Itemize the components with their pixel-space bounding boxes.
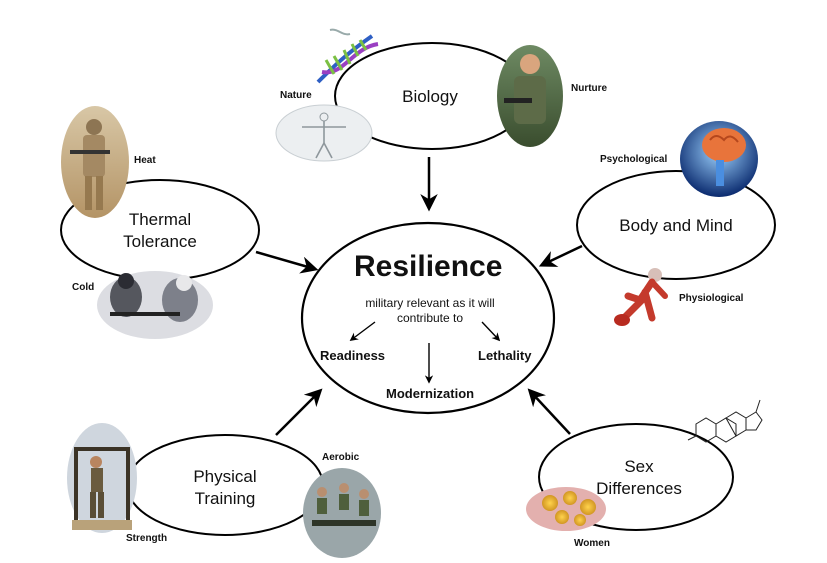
node-title-thermal-line1: Thermal	[128, 210, 192, 229]
center-subtitle-line2: contribute to	[396, 311, 464, 325]
node-title-sex-line2: Differences	[596, 479, 682, 498]
soldier-portrait-icon	[497, 45, 563, 147]
label-strength: Strength	[126, 533, 168, 544]
arrow-body-mind	[538, 244, 583, 267]
cells-icon	[526, 487, 606, 531]
arrow-sex	[527, 388, 571, 435]
outcome-lethality: Lethality	[478, 348, 532, 363]
steroid-molecule-icon	[687, 399, 763, 443]
node-title-physical-line1: Physical	[193, 467, 257, 486]
cold-weather-soldiers-icon	[97, 271, 213, 339]
node-title-thermal-line2: Tolerance	[123, 232, 197, 251]
muscle-runner-icon	[614, 268, 668, 326]
body-mind-ellipse	[576, 170, 776, 280]
pullup-bar-icon	[67, 423, 137, 533]
node-title-sex-line1: Sex	[624, 457, 654, 476]
arrow-thermal	[255, 250, 319, 274]
center-title: Resilience	[354, 250, 503, 283]
node-title-biology: Biology	[402, 87, 458, 106]
label-cold: Cold	[72, 282, 95, 293]
node-title-body-mind: Body and Mind	[619, 216, 733, 235]
label-heat: Heat	[134, 155, 156, 166]
label-aerobic: Aerobic	[322, 452, 360, 463]
outcome-modernization: Modernization	[386, 386, 475, 401]
running-soldiers-icon	[303, 468, 381, 558]
center-subtitle-line1: military relevant as it will	[365, 296, 495, 310]
dna-helix-icon	[316, 28, 379, 84]
arrow-physical	[275, 388, 323, 436]
center-subtitle: military relevant as it will contribute …	[360, 296, 500, 326]
center-ellipse	[300, 221, 556, 415]
arrow-lethality	[481, 321, 501, 342]
label-nature: Nature	[280, 90, 312, 101]
outcome-readiness: Readiness	[320, 348, 386, 363]
human-anatomy-icon	[275, 104, 373, 162]
label-women: Women	[574, 538, 610, 549]
node-title-physical: Physical Training	[183, 466, 267, 510]
node-title-thermal: Thermal Tolerance	[112, 209, 208, 253]
node-title-sex: Sex Differences	[594, 456, 684, 500]
node-title-physical-line2: Training	[194, 489, 256, 508]
brain-icon	[680, 121, 758, 197]
label-physiological: Physiological	[679, 293, 744, 304]
desert-soldier-icon	[61, 106, 129, 218]
arrow-readiness	[349, 321, 376, 342]
label-nurture: Nurture	[571, 83, 608, 94]
label-psychological: Psychological	[600, 154, 668, 165]
